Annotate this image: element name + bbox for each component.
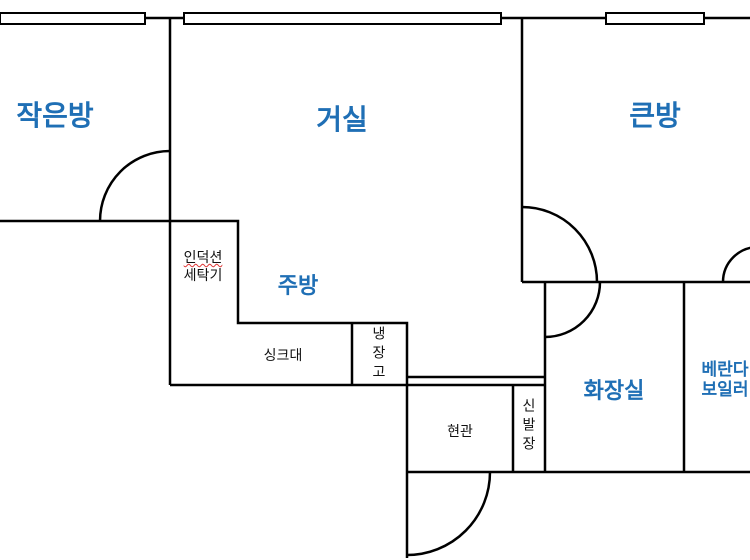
veranda-line1: 베란다	[701, 360, 749, 380]
room-label-small-room: 작은방	[16, 99, 94, 132]
room-label-master-room: 큰방	[629, 99, 681, 132]
door-small-room	[98, 149, 171, 222]
room-label-bathroom: 화장실	[583, 379, 645, 404]
door-master-room	[521, 205, 599, 283]
kitchen-counter	[170, 219, 409, 385]
room-label-veranda: 베란다 보일러	[702, 360, 749, 400]
room-label-living-room: 거실	[316, 103, 368, 136]
fixture-washer: 세탁기	[183, 268, 223, 284]
room-label-kitchen: 주방	[277, 274, 319, 299]
fixture-induction-washer: 인덕션 세탁기	[184, 249, 223, 285]
window-small-room	[0, 12, 146, 25]
door-entrance	[406, 471, 492, 557]
window-living-room	[183, 12, 502, 25]
fixture-sink: 싱크대	[263, 348, 303, 364]
fixture-fridge: 냉장고	[372, 326, 386, 381]
fixture-induction: 인덕션	[183, 250, 223, 266]
veranda-line2: 보일러	[701, 380, 749, 400]
fixture-shoe-cabinet: 신발장	[522, 398, 536, 453]
fixture-entrance: 현관	[447, 424, 473, 440]
door-veranda	[721, 246, 750, 283]
window-master-room	[605, 12, 705, 25]
door-bathroom	[544, 281, 602, 339]
